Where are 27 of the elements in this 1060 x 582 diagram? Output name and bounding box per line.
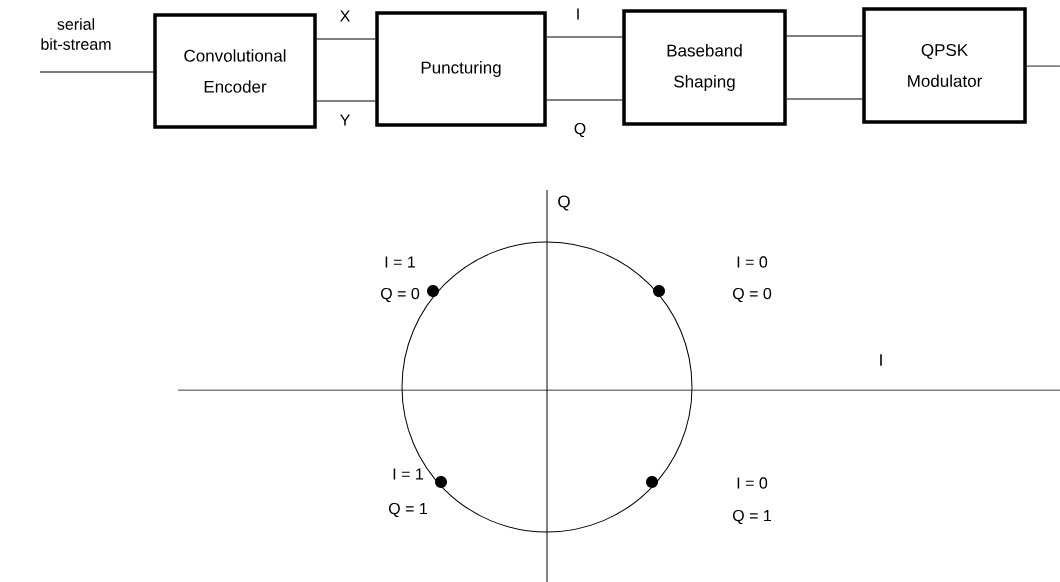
- edge-label: X: [340, 10, 350, 22]
- point-label: Q = 0: [380, 287, 420, 303]
- connector-line: [1026, 65, 1060, 67]
- point-label: I = 1: [385, 256, 415, 268]
- edge-label: serial bit-stream: [41, 18, 111, 50]
- edge-label: I: [577, 8, 579, 20]
- connector-line: [546, 36, 623, 38]
- point-label: Q = 1: [388, 502, 427, 518]
- point-label: I = 0: [737, 477, 768, 489]
- connector-line: [546, 99, 623, 101]
- edge-label: Y: [340, 114, 350, 126]
- edge-label: Q: [574, 122, 586, 138]
- process-box: Baseband Shaping: [622, 9, 787, 126]
- connector-line: [316, 38, 376, 40]
- process-box: Puncturing: [375, 11, 547, 127]
- axis-label: Q: [558, 195, 570, 211]
- point-label: I = 1: [393, 468, 423, 480]
- connector-line: [39, 71, 154, 73]
- point-label: Q = 0: [732, 287, 772, 303]
- connector-line: [316, 100, 376, 102]
- point-label: I = 0: [737, 256, 768, 268]
- point-label: Q = 1: [732, 509, 771, 525]
- axis-label: I: [880, 354, 882, 366]
- connector-line: [786, 98, 863, 100]
- process-box: Convolutional Encoder: [153, 13, 317, 129]
- process-box: QPSK Modulator: [862, 7, 1027, 124]
- connector-line: [786, 35, 863, 37]
